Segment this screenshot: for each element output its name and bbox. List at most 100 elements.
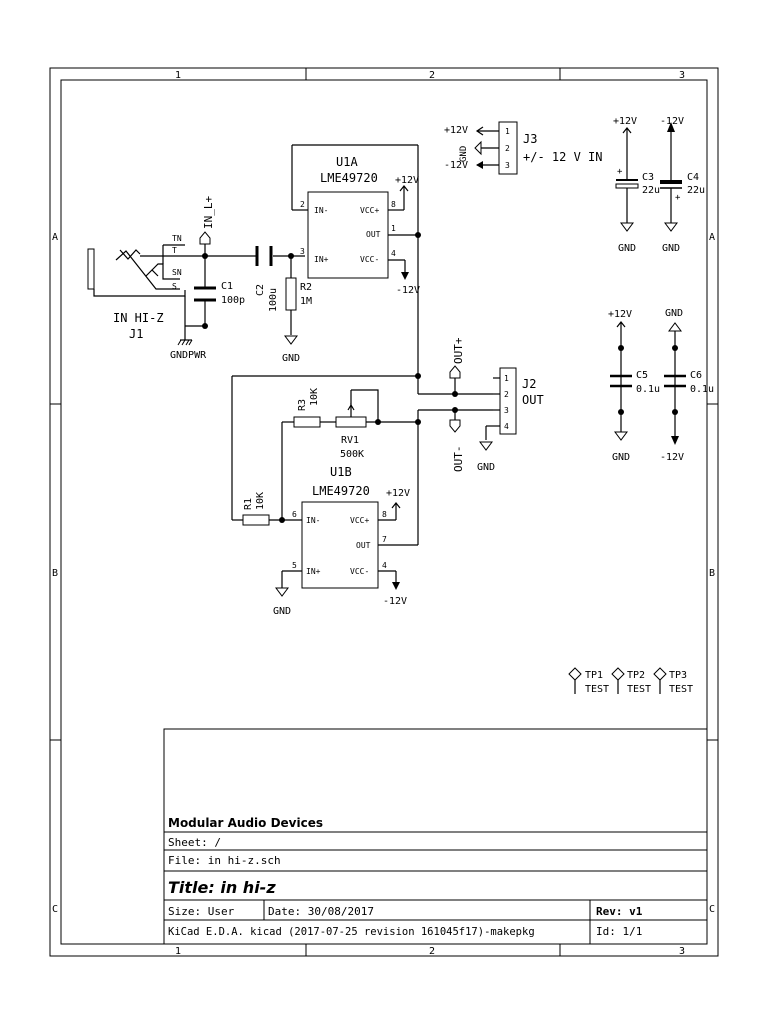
u1b-pin-num-8: 8 (382, 510, 387, 519)
net-label-in-l: IN_L+ (199, 196, 215, 245)
row-label-left-b: B (52, 568, 58, 579)
resistor-r3[interactable]: R3 10K (281, 388, 336, 520)
c6-m12-net: -12V (660, 452, 684, 463)
u1b-pin-num-5: 5 (292, 561, 297, 570)
test-point-tp3[interactable]: TP3 TEST (653, 667, 693, 695)
capacitor-c5[interactable]: +12V C5 0.1u GND (608, 309, 660, 463)
r3-value: 10K (309, 388, 320, 406)
c4-polarity-mark: + (675, 193, 681, 203)
u1b-ref: U1B (330, 465, 352, 479)
j2-ref: J2 (522, 377, 536, 391)
title-block: Modular Audio Devices Sheet: / File: in … (163, 728, 708, 945)
output-wiring (231, 235, 493, 545)
capacitor-c2[interactable]: C2 100u (255, 246, 279, 312)
c1-ref: C1 (221, 281, 233, 292)
capacitor-c1[interactable]: C1 100p (194, 281, 245, 306)
u1a-pin-num-1: 1 (391, 224, 396, 233)
opamp-u1b[interactable]: U1B LME49720 IN- IN+ VCC+ OUT VCC- 6 5 8… (273, 465, 418, 617)
rv1-value: 500K (340, 449, 364, 460)
j2-value: OUT (522, 393, 544, 407)
tool-info: KiCad E.D.A. kicad (2017-07-25 revision … (168, 926, 535, 938)
sheet-path: Sheet: / (168, 836, 221, 849)
j2-pin-4: 4 (504, 422, 509, 431)
potentiometer-rv1[interactable]: RV1 500K (335, 389, 392, 460)
j1-ref: J1 (129, 327, 143, 341)
row-label-right-b: B (709, 568, 715, 579)
test-point-tp1[interactable]: TP1 TEST (568, 667, 609, 695)
c4-m12-net: -12V (660, 116, 684, 127)
c5-ref: C5 (636, 370, 648, 381)
j3-value: +/- 12 V IN (523, 150, 602, 164)
c3-ref: C3 (642, 172, 654, 183)
capacitor-c6[interactable]: GND C6 0.1u -12V (660, 308, 714, 463)
connector-j3[interactable]: 1 2 3 J3 +/- 12 V IN +12V GND -12V (444, 121, 602, 175)
u1b-pin-in-minus: IN- (306, 516, 320, 525)
c2-ref: C2 (255, 284, 266, 296)
test-point-tp2[interactable]: TP2 TEST (611, 667, 651, 695)
net-label-out-plus-text: OUT+ (452, 337, 465, 364)
c6-ref: C6 (690, 370, 702, 381)
connector-j2[interactable]: 1 2 3 4 J2 OUT GND (477, 367, 544, 473)
c3-p12-net: +12V (613, 116, 637, 127)
rv1-ref: RV1 (341, 435, 359, 446)
u1b-pin-in-plus: IN+ (306, 567, 321, 576)
j2-pin-2: 2 (504, 390, 509, 399)
u1a-vcc-plus-net: +12V (395, 175, 419, 186)
j3-m12-net: -12V (444, 160, 468, 171)
r3-ref: R3 (297, 399, 308, 411)
row-label-left-c: C (52, 904, 58, 915)
r1-ref: R1 (243, 498, 254, 510)
tp2-ref: TP2 (627, 670, 645, 681)
j3-p12-net: +12V (444, 125, 468, 136)
u1b-pin-out: OUT (356, 541, 371, 550)
c6-gnd-net: GND (665, 308, 683, 319)
u1a-pin-out: OUT (366, 230, 381, 239)
c5-value: 0.1u (636, 384, 660, 395)
c6-value: 0.1u (690, 384, 714, 395)
u1b-gnd-label: GND (273, 606, 291, 617)
input-wiring (184, 244, 305, 340)
u1b-pin-num-7: 7 (382, 535, 387, 544)
col-label-top-3: 3 (679, 70, 685, 81)
u1a-pin-in-minus: IN- (314, 206, 328, 215)
r2-ref: R2 (300, 282, 312, 293)
tp2-value: TEST (627, 684, 651, 695)
c3-gnd-net: GND (618, 243, 636, 254)
col-label-bottom-1: 1 (175, 946, 181, 957)
u1b-vcc-minus-net: -12V (383, 596, 407, 607)
c4-gnd-net: GND (662, 243, 680, 254)
revision: Rev: v1 (596, 905, 643, 918)
resistor-r1[interactable]: R1 10K (242, 492, 302, 526)
u1b-vcc-plus-net: +12V (386, 488, 410, 499)
u1a-pin-in-plus: IN+ (314, 255, 329, 264)
capacitor-c3[interactable]: +12V + C3 22u GND (613, 116, 660, 254)
opamp-u1a[interactable]: U1A LME49720 IN- IN+ VCC+ OUT VCC- 2 3 8… (291, 144, 421, 296)
file-name: File: in hi-z.sch (168, 854, 281, 867)
net-label-out-minus: OUT- (449, 419, 465, 472)
u1a-pin-num-3: 3 (300, 247, 305, 256)
u1a-ref: U1A (336, 155, 358, 169)
resistor-r2[interactable]: R2 1M GND (282, 256, 312, 364)
j1-pin-t: T (172, 246, 177, 255)
j3-ref: J3 (523, 132, 537, 146)
capacitor-c4[interactable]: -12V + C4 22u GND (660, 116, 705, 254)
j3-pin-1: 1 (505, 127, 510, 136)
u1a-pin-vcc-plus: VCC+ (360, 206, 379, 215)
jack-j1[interactable]: TN T SN S IN HI-Z J1 (87, 234, 186, 341)
col-label-bottom-3: 3 (679, 946, 685, 957)
c4-ref: C4 (687, 172, 699, 183)
j1-value: IN HI-Z (113, 311, 164, 325)
u1b-pin-vcc-plus: VCC+ (350, 516, 369, 525)
tp1-ref: TP1 (585, 670, 603, 681)
u1a-pin-num-2: 2 (300, 200, 305, 209)
u1a-pin-num-4: 4 (391, 249, 396, 258)
tp3-ref: TP3 (669, 670, 687, 681)
tp3-value: TEST (669, 684, 693, 695)
c1-value: 100p (221, 295, 245, 306)
u1b-pin-num-4: 4 (382, 561, 387, 570)
u1b-pin-vcc-minus: VCC- (350, 567, 369, 576)
r1-value: 10K (255, 492, 266, 510)
tp1-value: TEST (585, 684, 609, 695)
c3-value: 22u (642, 185, 660, 196)
